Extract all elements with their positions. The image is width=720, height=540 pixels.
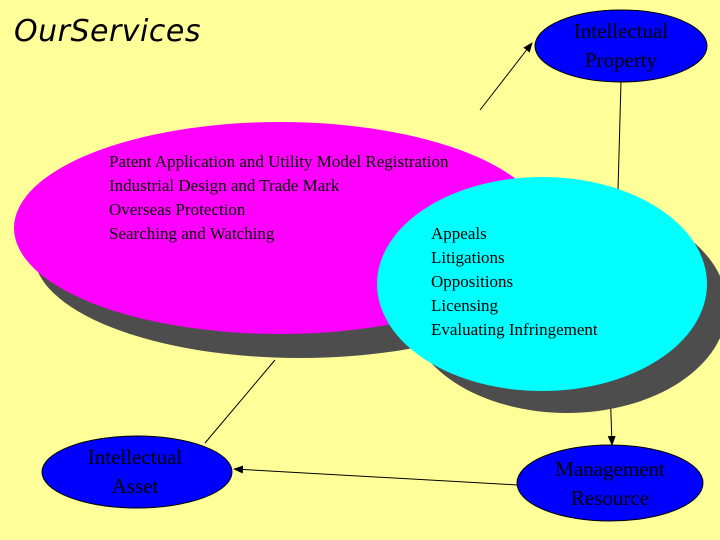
primary-service-item: Overseas Protection bbox=[109, 200, 246, 219]
page-title: OurServices bbox=[14, 14, 201, 49]
primary-service-item: Searching and Watching bbox=[109, 224, 275, 243]
secondary-service-item: Appeals bbox=[431, 224, 487, 243]
secondary-service-item: Licensing bbox=[431, 296, 499, 315]
secondary-services-ellipse bbox=[377, 177, 707, 391]
intellectual-property-node bbox=[534, 9, 708, 83]
connector-primary-to-property bbox=[479, 42, 533, 111]
management-resource-line1: Management bbox=[555, 457, 665, 481]
secondary-services-list: Appeals Litigations Oppositions Licensin… bbox=[431, 222, 598, 342]
management-resource-line2: Resource bbox=[570, 486, 650, 510]
intellectual-asset-node bbox=[41, 435, 233, 509]
management-resource-node bbox=[516, 444, 704, 522]
intellectual-asset-label: Intellectual Asset bbox=[65, 443, 205, 501]
intellectual-asset-line2: Asset bbox=[111, 474, 159, 498]
secondary-service-item: Evaluating Infringement bbox=[431, 320, 598, 339]
intellectual-property-label: Intellectual Property bbox=[551, 17, 691, 75]
connector-property-to-secondary bbox=[617, 81, 622, 191]
secondary-service-item: Oppositions bbox=[431, 272, 514, 291]
intellectual-property-line2: Property bbox=[584, 48, 658, 72]
connector-resource-to-asset bbox=[233, 465, 519, 486]
secondary-service-item: Litigations bbox=[431, 248, 505, 267]
connector-asset-to-primary bbox=[204, 359, 276, 444]
primary-service-item: Industrial Design and Trade Mark bbox=[109, 176, 340, 195]
primary-services-list: Patent Application and Utility Model Reg… bbox=[109, 150, 449, 246]
intellectual-asset-line1: Intellectual bbox=[87, 445, 183, 469]
intellectual-property-line1: Intellectual bbox=[573, 19, 669, 43]
primary-service-item: Patent Application and Utility Model Reg… bbox=[109, 152, 449, 171]
management-resource-label: Management Resource bbox=[530, 455, 690, 513]
